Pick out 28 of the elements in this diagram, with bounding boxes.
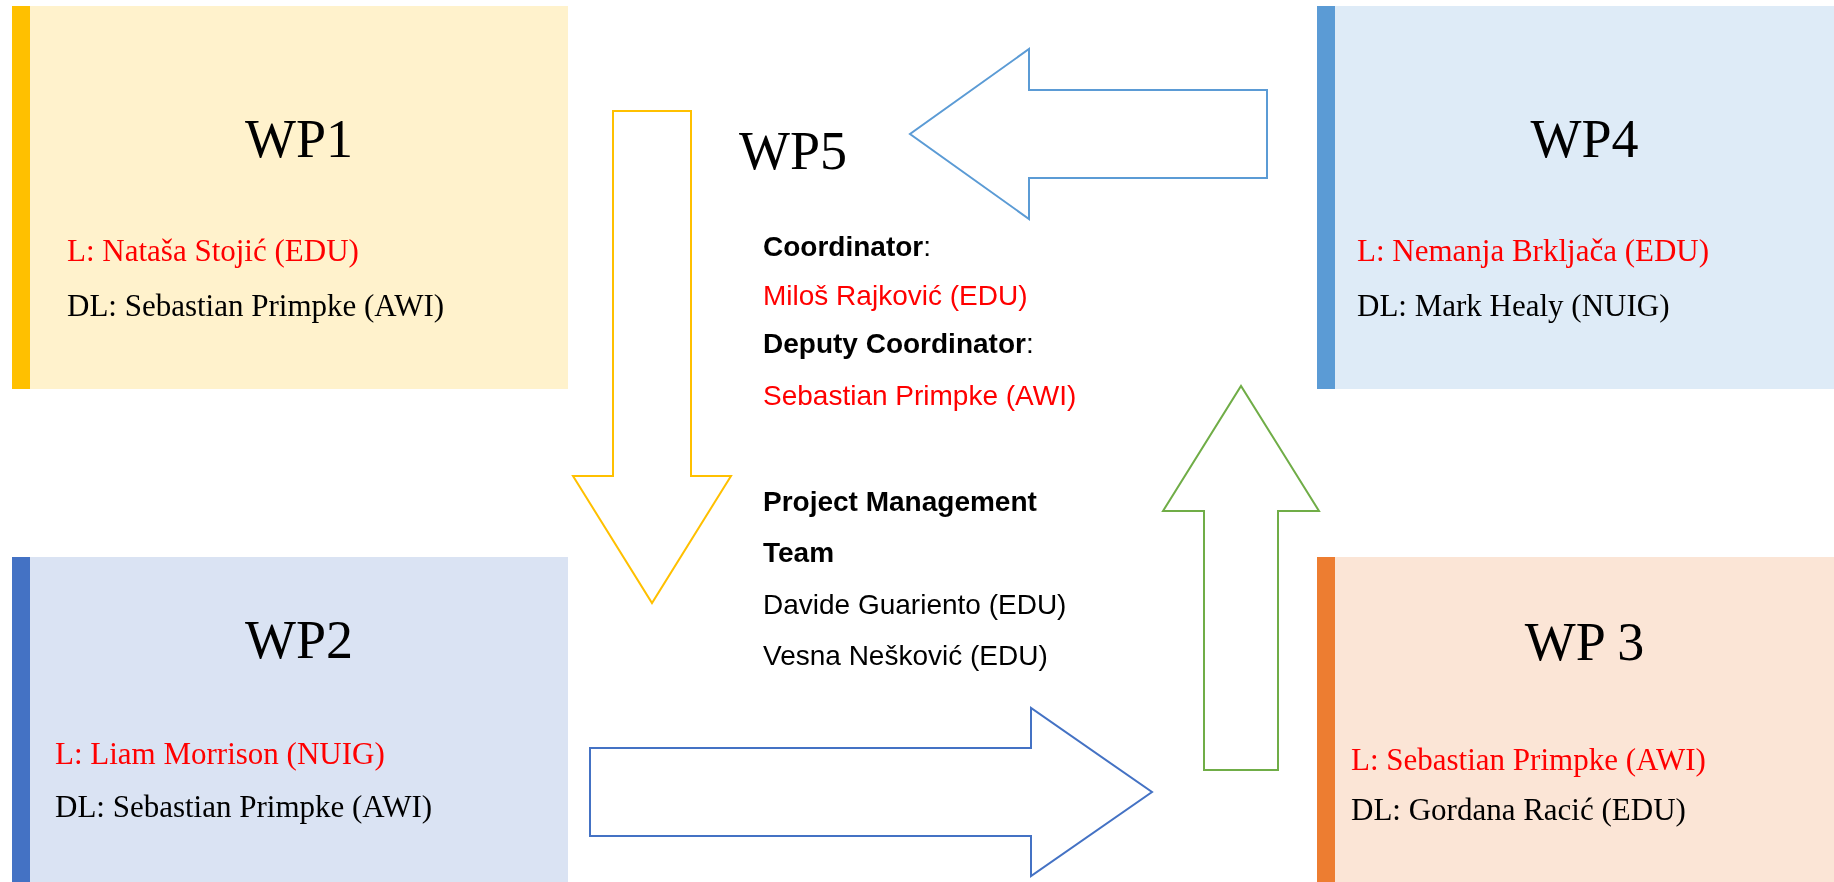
block-arrow [571,110,733,605]
deputy-leader-name: DL: Sebastian Primpke (AWI) [55,789,433,825]
deputy-leader-name: DL: Gordana Racić (EDU) [1351,792,1686,828]
leader-name: L: Nemanja Brkljača (EDU) [1357,233,1710,269]
person-name: Davide Guariento (EDU) [763,588,1067,622]
person-name: Sebastian Primpke (AWI) [763,379,1077,413]
work-package-title: WP 3 [1523,611,1646,674]
work-package-panel [12,557,568,882]
role-heading: Coordinator: [763,230,931,264]
role-heading: Deputy Coordinator: [763,327,1034,361]
deputy-leader-name: DL: Sebastian Primpke (AWI) [67,288,445,324]
block-arrow [589,706,1154,878]
leader-name: L: Nataša Stojić (EDU) [67,233,359,269]
deputy-leader-name: DL: Mark Healy (NUIG) [1357,288,1670,324]
block-arrow [908,47,1268,221]
person-name: Vesna Nešković (EDU) [763,639,1048,673]
work-package-panel [12,6,568,389]
block-arrow [1161,384,1321,771]
role-heading: Project Management Team [763,485,1038,570]
work-package-title: WP2 [244,609,354,672]
leader-name: L: Liam Morrison (NUIG) [55,736,385,772]
work-package-title: WP1 [244,108,354,171]
work-package-panel [1317,557,1834,882]
work-package-panel [1317,6,1834,389]
work-package-title: WP5 [739,120,847,183]
work-package-title: WP4 [1529,108,1640,171]
leader-name: L: Sebastian Primpke (AWI) [1351,742,1706,778]
person-name: Miloš Rajković (EDU) [763,279,1028,313]
